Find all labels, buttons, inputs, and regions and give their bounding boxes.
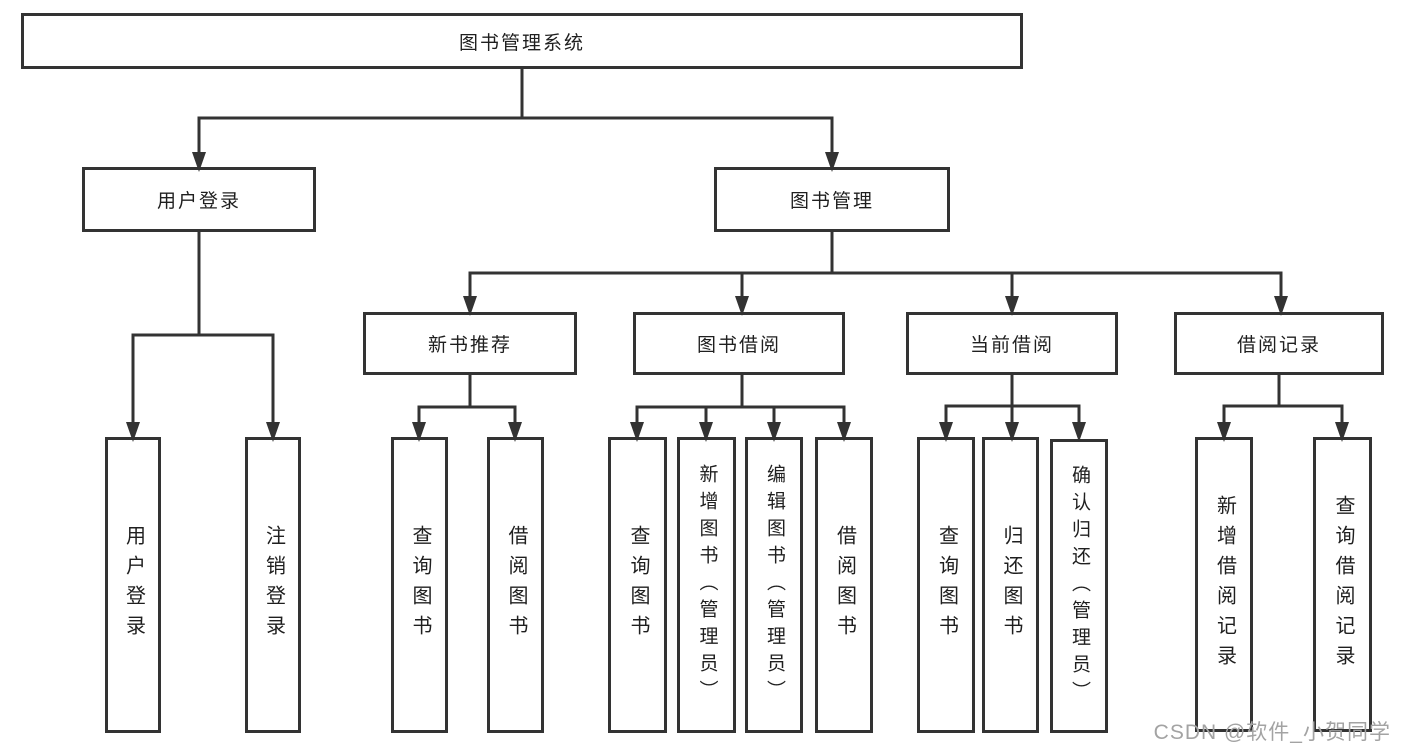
node-borrow-records: 借阅记录 — [1174, 312, 1384, 375]
node-label: 当前借阅 — [969, 335, 1054, 356]
node-label: 查询图书 — [935, 525, 958, 645]
node-label: 新增图书（管理员） — [696, 463, 718, 707]
node-label: 新书推荐 — [427, 335, 512, 356]
node-label: 图书管理 — [789, 191, 874, 212]
leaf-records-add: 新增借阅记录 — [1195, 437, 1253, 732]
leaf-user-login: 用户登录 — [105, 437, 161, 733]
node-label: 用户登录 — [156, 191, 241, 212]
leaf-newbooks-query: 查询图书 — [391, 437, 448, 733]
node-user-login: 用户登录 — [82, 167, 316, 232]
node-label: 用户登录 — [122, 525, 145, 645]
leaf-current-return: 归还图书 — [982, 437, 1039, 733]
node-label: 归还图书 — [1000, 525, 1022, 645]
node-label: 查询图书 — [409, 525, 431, 645]
node-label: 查询借阅记录 — [1332, 494, 1354, 675]
leaf-logout: 注销登录 — [245, 437, 301, 733]
node-book-mgmt: 图书管理 — [714, 167, 950, 232]
leaf-bookborrow-query: 查询图书 — [608, 437, 667, 733]
leaf-current-query: 查询图书 — [917, 437, 975, 733]
leaf-current-confirm: 确认归还（管理员） — [1050, 439, 1108, 733]
node-root: 图书管理系统 — [21, 13, 1023, 69]
watermark: CSDN @软件_小贺同学 — [1153, 721, 1391, 744]
leaf-bookborrow-add: 新增图书（管理员） — [677, 437, 736, 733]
node-label: 借阅图书 — [505, 525, 527, 645]
node-label: 确认归还（管理员） — [1068, 464, 1090, 708]
node-label: 图书借阅 — [696, 335, 781, 356]
leaf-bookborrow-borrow: 借阅图书 — [815, 437, 873, 733]
leaf-newbooks-borrow: 借阅图书 — [487, 437, 544, 733]
node-label: 图书管理系统 — [458, 32, 585, 54]
node-current-borrow: 当前借阅 — [906, 312, 1118, 375]
node-label: 编辑图书（管理员） — [763, 463, 785, 707]
node-label: 注销登录 — [262, 525, 285, 645]
node-label: 查询图书 — [627, 525, 649, 645]
leaf-bookborrow-edit: 编辑图书（管理员） — [745, 437, 803, 733]
leaf-records-query: 查询借阅记录 — [1313, 437, 1372, 732]
node-label: 借阅记录 — [1236, 335, 1321, 356]
node-label: 新增借阅记录 — [1213, 494, 1236, 675]
node-book-borrow: 图书借阅 — [633, 312, 845, 375]
node-new-books: 新书推荐 — [363, 312, 577, 375]
node-label: 借阅图书 — [833, 525, 856, 645]
